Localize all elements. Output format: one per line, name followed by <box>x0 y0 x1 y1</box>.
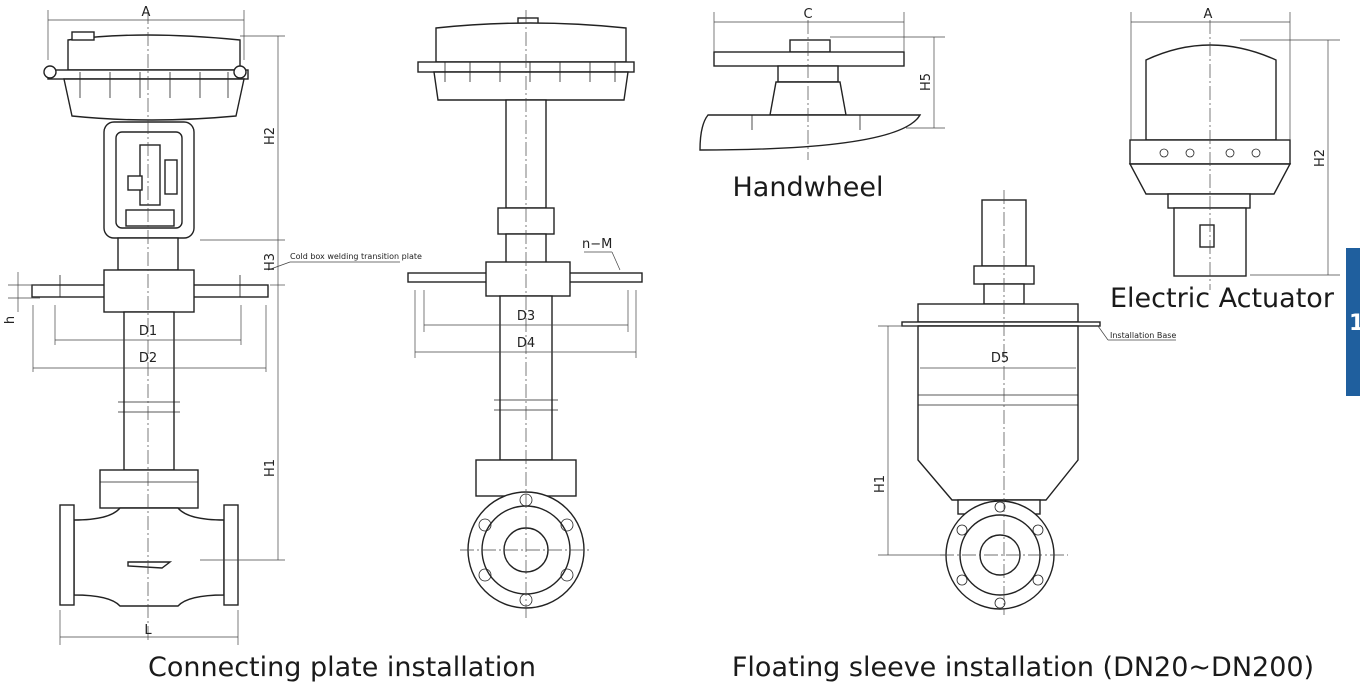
dim-label-D3: D3 <box>517 309 535 324</box>
dim-label-L: L <box>144 623 152 638</box>
dim-label-D4: D4 <box>517 336 535 351</box>
dim-label-A-left: A <box>142 5 151 20</box>
cold-box-plate-note: Cold box welding transition plate <box>290 252 422 261</box>
dim-label-H2-left: H2 <box>263 127 278 145</box>
dim-label-H1-left: H1 <box>263 459 278 477</box>
dim-label-C: C <box>803 7 812 22</box>
caption-electric-actuator: Electric Actuator <box>1110 283 1335 314</box>
connecting-plate-side-view <box>407 10 643 620</box>
installation-base-note: Installation Base <box>1110 331 1176 340</box>
handwheel-view <box>699 12 945 160</box>
caption-handwheel: Handwheel <box>732 172 883 203</box>
dim-label-h: h <box>3 316 18 324</box>
connecting-plate-front-view <box>8 10 400 645</box>
dim-label-H2-right: H2 <box>1313 149 1328 167</box>
caption-floating-sleeve: Floating sleeve installation (DN20~DN200… <box>732 652 1314 683</box>
section-tab <box>1346 248 1360 396</box>
dim-label-nM: n−M <box>582 237 612 252</box>
dim-label-H5: H5 <box>919 73 934 91</box>
caption-connecting-plate: Connecting plate installation <box>148 652 536 683</box>
dim-label-D5: D5 <box>991 351 1009 366</box>
dim-label-D1: D1 <box>139 324 157 339</box>
dim-label-H1-right: H1 <box>873 475 888 493</box>
floating-sleeve-view <box>878 190 1176 615</box>
electric-actuator-view <box>1128 12 1340 290</box>
dim-label-H3: H3 <box>263 253 278 271</box>
dim-label-D2: D2 <box>139 351 157 366</box>
section-tab-number: 1 <box>1349 311 1360 336</box>
dim-label-A-right: A <box>1204 7 1213 22</box>
